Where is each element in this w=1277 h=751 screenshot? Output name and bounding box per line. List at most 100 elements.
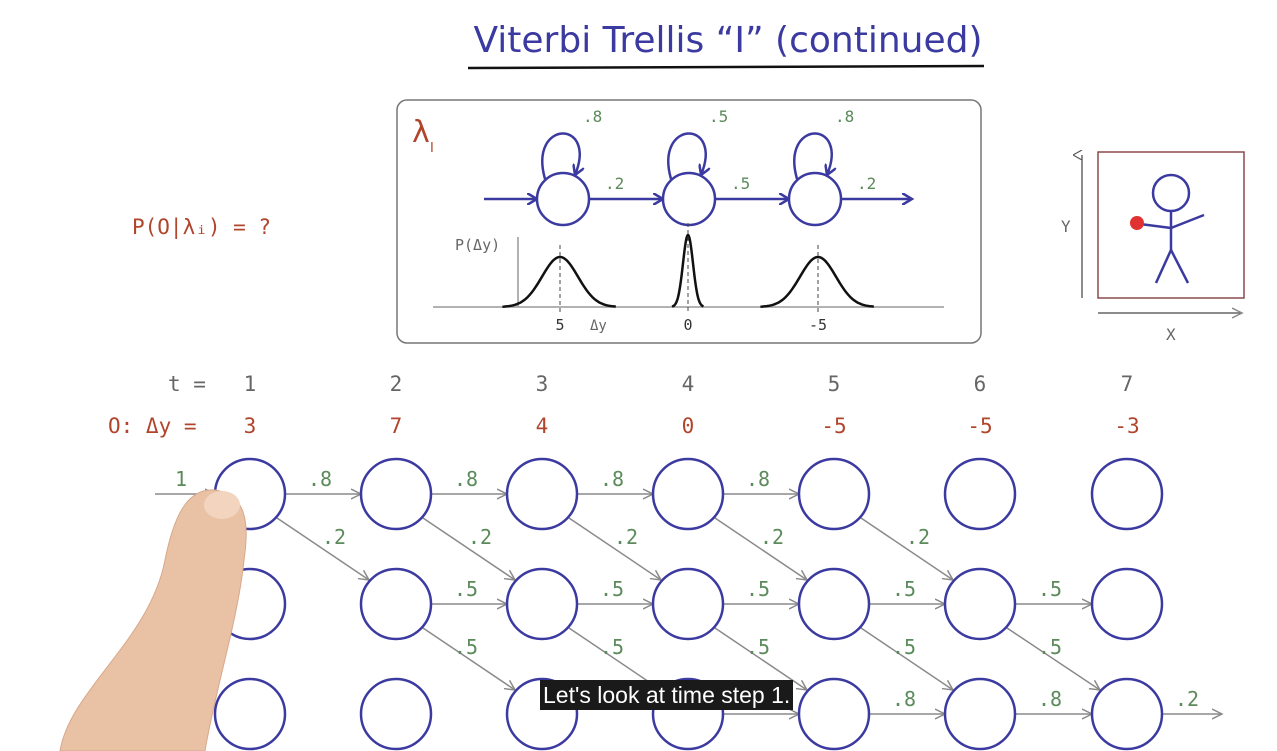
time-step-7: 7 xyxy=(1121,372,1134,396)
prob-r0-down-4: .2 xyxy=(760,525,784,549)
model-state-1 xyxy=(535,171,591,227)
trellis-node-t2-s2 xyxy=(359,567,433,641)
edge-r0-down-2 xyxy=(422,517,515,580)
model-trans-prob-1: .2 xyxy=(605,174,624,193)
observation-3: 4 xyxy=(536,414,549,438)
prob-r1-stay-2: .5 xyxy=(600,577,624,601)
pointing-finger xyxy=(59,489,247,751)
prob-r2-stay-2: .8 xyxy=(892,687,916,711)
prob-r0-down-5: .2 xyxy=(906,525,930,549)
prob-r1-stay-1: .5 xyxy=(454,577,478,601)
prob-r0-stay-1: .8 xyxy=(308,467,332,491)
model-state-2 xyxy=(661,171,717,227)
trellis-node-t7-s2 xyxy=(1090,567,1164,641)
edge-r1-down-5 xyxy=(1006,627,1100,690)
title-underline xyxy=(467,64,985,70)
model-trans-prob-3: .2 xyxy=(857,174,876,193)
model-trans-prob-2: .5 xyxy=(731,174,750,193)
density-mean-label-1: 5 xyxy=(555,316,564,334)
trellis-node-t5-s3 xyxy=(797,677,871,751)
model-self-loop-3 xyxy=(793,132,831,180)
edge-r0-down-4 xyxy=(714,517,807,580)
video-subtitle: Let's look at time step 1. xyxy=(540,680,794,710)
density-xlabel: Δy xyxy=(590,318,607,334)
time-step-1: 1 xyxy=(244,372,257,396)
trellis-node-t7-s3 xyxy=(1090,677,1164,751)
prob-r1-stay-4: .5 xyxy=(892,577,916,601)
trellis-node-t3-s2 xyxy=(505,567,579,641)
stick-figure xyxy=(1139,173,1205,284)
model-state-3 xyxy=(787,171,843,227)
edge-r0-down-5 xyxy=(860,517,953,580)
prob-r0-down-1: .2 xyxy=(322,525,346,549)
prob-r1-down-2: .5 xyxy=(600,635,624,659)
prob-r0-down-2: .2 xyxy=(468,525,492,549)
edge-r0-down-3 xyxy=(568,517,661,580)
time-step-2: 2 xyxy=(390,372,403,396)
time-label: t = xyxy=(168,372,206,396)
hmm-model-panel: λ I .8 .2 .5 .5 .8 .2 P(Δy) Δy 5 0 -5 xyxy=(396,99,982,344)
prob-r0-stay-2: .8 xyxy=(454,467,478,491)
trellis-node-t4-s2 xyxy=(651,567,725,641)
trellis-node-t3-s1 xyxy=(505,457,579,531)
stick-figure-panel: Y X xyxy=(1061,152,1245,344)
density-mean-label-2: 0 xyxy=(683,316,692,334)
prob-r1-down-5: .5 xyxy=(1038,635,1062,659)
observation-2: 7 xyxy=(390,414,403,438)
prob-r1-stay-3: .5 xyxy=(746,577,770,601)
hand-marker xyxy=(1130,216,1144,230)
trellis-node-t6-s2 xyxy=(943,567,1017,641)
time-step-6: 6 xyxy=(974,372,987,396)
density-mean-label-3: -5 xyxy=(809,316,827,334)
edge-r1-down-3 xyxy=(714,627,807,690)
trellis-node-t1-s3 xyxy=(213,677,287,751)
time-step-4: 4 xyxy=(682,372,695,396)
model-lambda: λ xyxy=(412,115,430,150)
final-prob: .2 xyxy=(1175,687,1199,711)
model-self-prob-3: .8 xyxy=(835,107,854,126)
time-step-3: 3 xyxy=(536,372,549,396)
figure-x-label: X xyxy=(1166,325,1176,344)
trellis-node-t5-s2 xyxy=(797,567,871,641)
trellis-node-t7-s1 xyxy=(1090,457,1164,531)
observation-5: -5 xyxy=(821,414,846,438)
model-lambda-subscript: I xyxy=(430,141,434,156)
prob-r2-stay-3: .8 xyxy=(1038,687,1062,711)
edge-r0-down-1 xyxy=(276,517,369,580)
model-self-loop-1 xyxy=(541,132,579,180)
observation-6: -5 xyxy=(967,414,992,438)
page-title: Viterbi Trellis “I” (continued) xyxy=(473,20,982,61)
trellis-node-t6-s3 xyxy=(943,677,1017,751)
edge-r1-down-4 xyxy=(860,627,953,690)
model-self-prob-1: .8 xyxy=(583,107,602,126)
prob-r1-down-1: .5 xyxy=(454,635,478,659)
prob-r0-down-3: .2 xyxy=(614,525,638,549)
trellis-node-t4-s1 xyxy=(651,457,725,531)
probability-question: P(O|λᵢ) = ? xyxy=(132,215,271,240)
observation-4: 0 xyxy=(682,414,695,438)
density-curve-3 xyxy=(760,255,874,308)
prob-r1-down-4: .5 xyxy=(892,635,916,659)
edge-r1-down-2 xyxy=(568,627,661,690)
observation-label: O: Δy = xyxy=(108,414,197,438)
density-curve-2 xyxy=(671,233,704,308)
observation-1: 3 xyxy=(244,414,257,438)
model-self-prob-2: .5 xyxy=(709,107,728,126)
trellis-node-t2-s1 xyxy=(359,457,433,531)
initial-prob: 1 xyxy=(175,467,187,491)
density-ylabel: P(Δy) xyxy=(455,236,500,254)
time-step-5: 5 xyxy=(828,372,841,396)
model-self-loop-2 xyxy=(667,132,705,180)
figure-y-label: Y xyxy=(1061,217,1071,236)
trellis-node-t2-s3 xyxy=(359,677,433,751)
observation-7: -3 xyxy=(1114,414,1139,438)
trellis-node-t6-s1 xyxy=(943,457,1017,531)
prob-r0-stay-4: .8 xyxy=(746,467,770,491)
trellis-node-t5-s1 xyxy=(797,457,871,531)
prob-r1-down-3: .5 xyxy=(746,635,770,659)
prob-r1-stay-5: .5 xyxy=(1038,577,1062,601)
density-curve-1 xyxy=(502,255,616,308)
prob-r0-stay-3: .8 xyxy=(600,467,624,491)
edge-r1-down-1 xyxy=(422,627,515,690)
